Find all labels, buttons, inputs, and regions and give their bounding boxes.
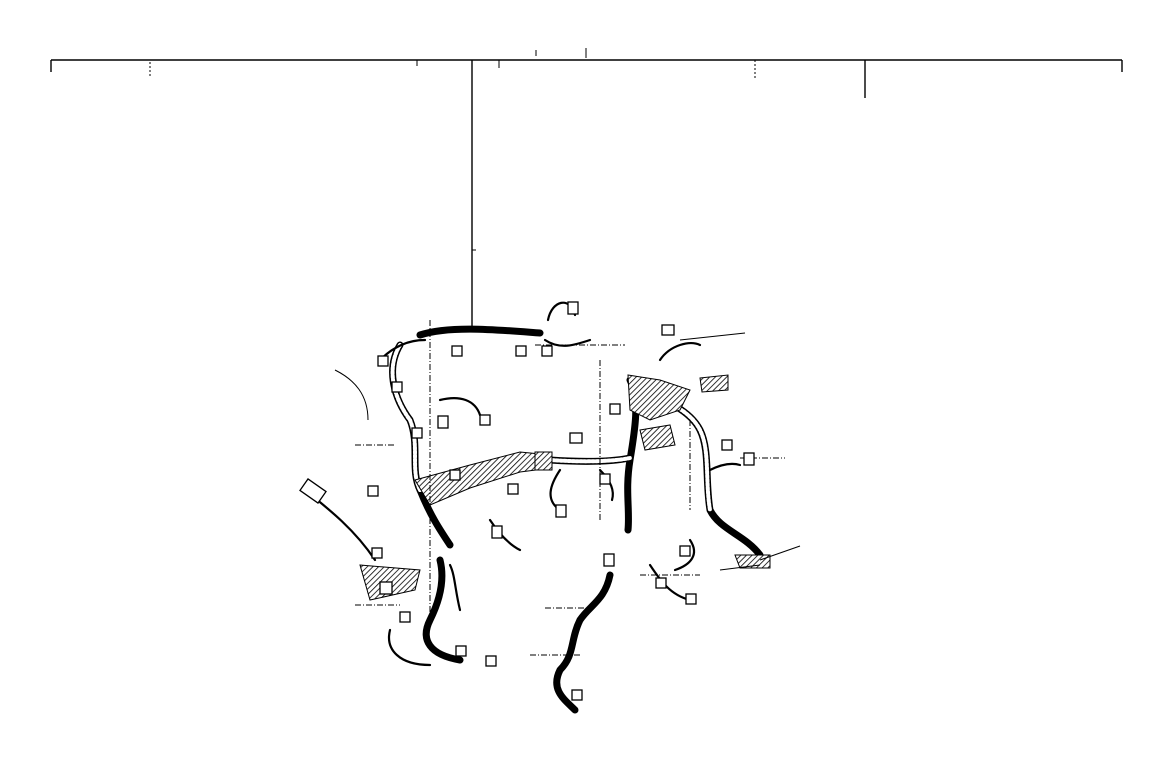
leader-lines (334, 320, 801, 656)
branch-wires (303, 301, 742, 667)
reference-bracket (50, 48, 1123, 330)
hatched-bundles (359, 374, 771, 601)
connectors (299, 301, 755, 701)
